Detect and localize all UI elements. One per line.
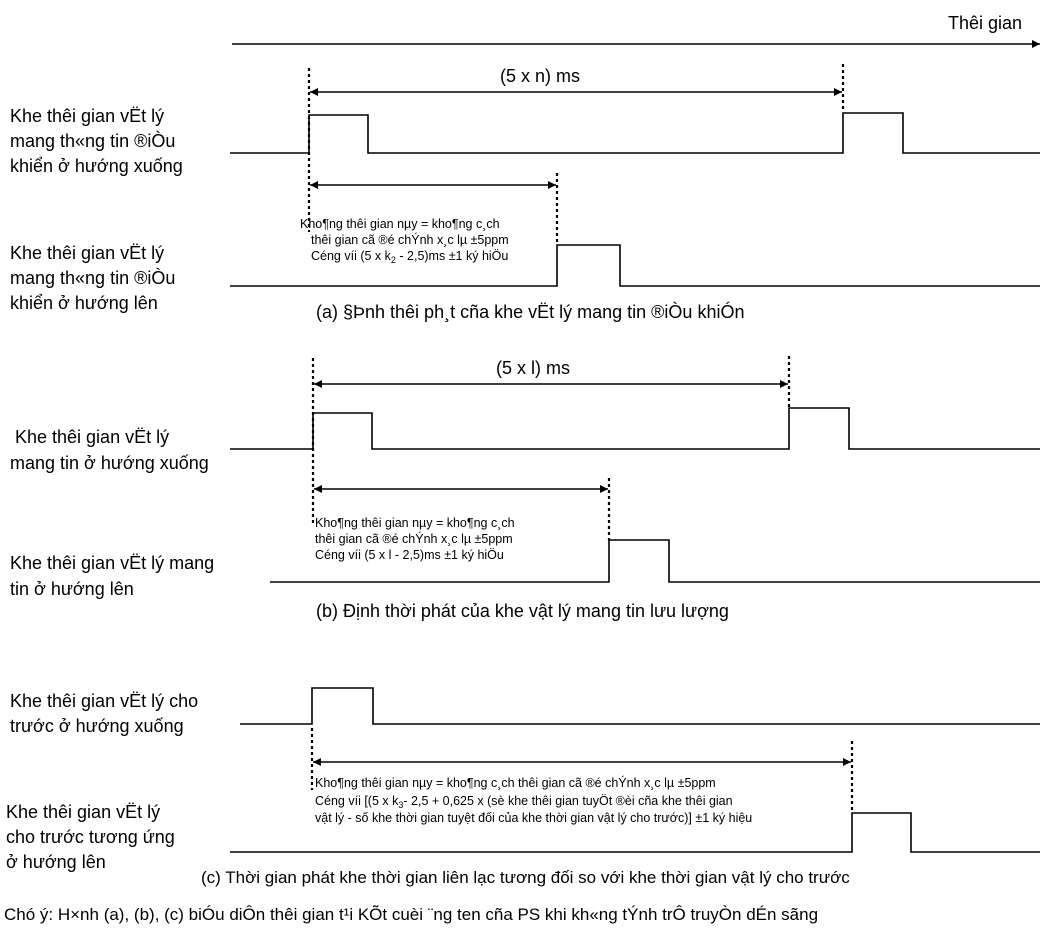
time-axis-label: Thêi gian bbox=[948, 13, 1022, 33]
panel-b-uplink-label-line2: tin ở hướng lên bbox=[10, 579, 134, 599]
panel-b-downlink-waveform bbox=[230, 407, 1040, 450]
panel-a-caption: (a) §Þnh thêi ph¸t cña khe vËt lý mang t… bbox=[316, 301, 744, 322]
panel-c-uplink-label-line3: ở hướng lên bbox=[6, 852, 106, 872]
panel-a-downlink-waveform bbox=[230, 112, 1040, 154]
panel-b-caption: (b) Định thời phát của khe vật lý mang t… bbox=[316, 601, 729, 621]
panel-b-uplink-label: Khe thêi gian vËt lý mang tin ở hướng lê… bbox=[10, 553, 219, 599]
panel-a-uplink-label-line2: mang th«ng tin ®iÒu bbox=[10, 267, 175, 288]
panel-b-note-line3: Céng víi (5 x l - 2,5)ms ±1 ký hiÖu bbox=[315, 548, 504, 562]
panel-c-uplink-label: Khe thêi gian vËt lý cho trước tương ứng… bbox=[6, 802, 180, 872]
panel-a-uplink-label-line1: Khe thêi gian vËt lý bbox=[10, 243, 164, 263]
panel-c-uplink-waveform bbox=[230, 812, 1040, 853]
panel-a-uplink-waveform bbox=[230, 244, 1040, 287]
panel-b-downlink-label: Khe thêi gian vËt lý mang tin ở hướng xu… bbox=[10, 427, 209, 473]
panel-a-note-line3: Céng víi (5 x k bbox=[311, 249, 392, 263]
panel-c-note-line3: vật lý - số khe thời gian tuyệt đối của … bbox=[315, 811, 752, 825]
panel-c-downlink-label-line1: Khe thêi gian vËt lý cho bbox=[10, 691, 198, 711]
panel-c-uplink-label-line2: cho trước tương ứng bbox=[6, 827, 175, 847]
panel-b-uplink-label-line1: Khe thêi gian vËt lý mang bbox=[10, 553, 214, 573]
panel-a-downlink-label: Khe thêi gian vËt lý mang th«ng tin ®iÒu… bbox=[10, 106, 183, 176]
panel-b-uplink-waveform bbox=[270, 539, 1040, 583]
panel-c-note-line2: Céng víi [(5 x k bbox=[315, 794, 399, 808]
panel-b-interval-label: (5 x l) ms bbox=[496, 358, 570, 378]
panel-b-downlink-label-line1: Khe thêi gian vËt lý bbox=[15, 427, 169, 447]
panel-b-note: Kho¶ng thêi gian nµy = kho¶ng c¸ch thêi … bbox=[315, 516, 518, 562]
panel-a-note-line1: Kho¶ng thêi gian nµy = kho¶ng c¸ch bbox=[300, 217, 500, 231]
panel-a-note-line3-end: - 2,5)ms ±1 ký hiÖu bbox=[396, 249, 508, 263]
panel-c-note: Kho¶ng thêi gian nµy = kho¶ng c¸ch thêi … bbox=[315, 775, 752, 825]
panel-b-note-line2: thêi gian cã ®é chÝnh x¸c lµ ±5ppm bbox=[315, 531, 513, 546]
panel-c-note-subscript: 3 bbox=[398, 800, 403, 810]
panel-a-downlink-label-line3: khiển ở hướng xuống bbox=[10, 156, 183, 176]
panel-c-uplink-label-line1: Khe thêi gian vËt lý bbox=[6, 802, 160, 822]
panel-a-note-line2: thêi gian cã ®é chÝnh x¸c lµ ±5ppm bbox=[311, 232, 509, 247]
panel-a-uplink-label: Khe thêi gian vËt lý mang th«ng tin ®iÒu… bbox=[10, 243, 180, 313]
panel-c-downlink-label: Khe thêi gian vËt lý cho trước ở hướng x… bbox=[10, 691, 203, 736]
panel-a-interval-label: (5 x n) ms bbox=[500, 66, 580, 86]
panel-a-downlink-label-line1: Khe thêi gian vËt lý bbox=[10, 106, 164, 126]
panel-a-note: Kho¶ng thêi gian nµy = kho¶ng c¸ch thêi … bbox=[300, 217, 512, 265]
panel-a-note-subscript: 2 bbox=[391, 255, 396, 265]
panel-a-downlink-label-line2: mang th«ng tin ®iÒu bbox=[10, 130, 175, 151]
panel-c-note-line1: Kho¶ng thêi gian nµy = kho¶ng c¸ch thêi … bbox=[315, 775, 716, 790]
panel-a-uplink-label-line3: khiển ở hướng lên bbox=[10, 293, 158, 313]
panel-b-downlink-label-line2: mang tin ở hướng xuống bbox=[10, 453, 209, 473]
panel-c-note-line2-end: - 2,5 + 0,625 x (sè khe thêi gian tuyÖt … bbox=[403, 794, 732, 808]
panel-c-downlink-label-line2: trước ở hướng xuống bbox=[10, 716, 184, 736]
footnote: Chó ý: H×nh (a), (b), (c) biÓu diÔn thêi… bbox=[4, 905, 818, 924]
panel-c-caption: (c) Thời gian phát khe thời gian liên lạ… bbox=[201, 868, 850, 887]
panel-b-note-line1: Kho¶ng thêi gian nµy = kho¶ng c¸ch bbox=[315, 516, 515, 530]
panel-c-downlink-waveform bbox=[240, 687, 1040, 725]
